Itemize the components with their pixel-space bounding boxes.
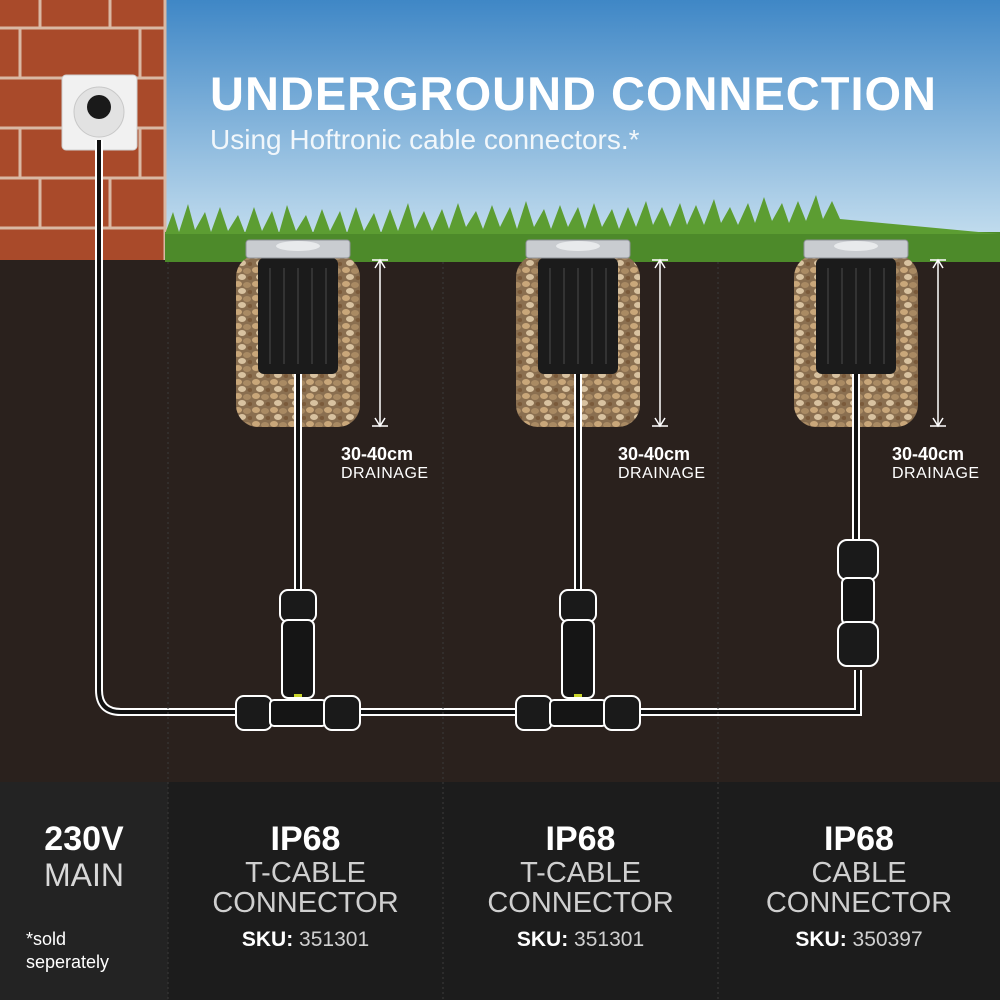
sku-label: SKU: [516,928,569,951]
sold-separately-note: *sold seperately [26,928,109,974]
sku-label: SKU: [795,928,847,951]
t-cable-connector-1 [235,589,361,731]
drainage-text: DRAINAGE [341,465,429,482]
product-name-line-2: CONNECTOR [212,887,399,919]
drainage-value: 30-40cm [618,444,691,464]
ground-spot-2 [516,239,668,600]
wall-socket-icon [61,74,138,151]
rating-label: IP68 [824,820,894,858]
sku-value: 351301 [574,928,645,951]
drainage-label-3: 30-40cm DRAINAGE [892,444,980,483]
sku-line: SKU: 351301 [168,928,443,952]
main-power-column: 230V MAIN [0,820,168,892]
page-title: UNDERGROUND CONNECTION [210,67,937,120]
page-subtitle: Using Hoftronic cable connectors.* [210,124,640,155]
sku-value: 351301 [299,928,370,951]
t-cable-connector-2 [515,589,641,731]
sku-line: SKU: 351301 [443,928,718,952]
connector-column-2: IP68 T-CABLE CONNECTOR SKU: 351301 [443,820,718,952]
inline-cable-connector [837,539,879,667]
product-name-line-2: CONNECTOR [487,887,674,919]
drainage-text: DRAINAGE [892,465,980,482]
product-name-line-1: T-CABLE [520,857,641,889]
drainage-value: 30-40cm [892,444,965,464]
note-line-1: *sold [26,929,67,949]
depth-arrow [652,258,668,428]
note-line-2: seperately [26,952,110,972]
ground-spot-1 [236,239,388,600]
column-dividers [167,262,719,1000]
depth-arrow [372,258,388,428]
sku-value: 350397 [852,928,923,951]
connector-column-1: IP68 T-CABLE CONNECTOR SKU: 351301 [168,820,443,952]
depth-arrow [930,258,946,428]
drainage-label-1: 30-40cm DRAINAGE [341,444,429,483]
voltage-label: 230V [44,820,124,858]
product-name-line-1: T-CABLE [245,857,366,889]
drainage-value: 30-40cm [341,444,414,464]
main-label: MAIN [44,857,124,893]
rating-label: IP68 [270,820,341,858]
sku-line: SKU: 350397 [718,928,1000,952]
drainage-text: DRAINAGE [618,465,706,482]
connector-column-3: IP68 CABLE CONNECTOR SKU: 350397 [718,820,1000,952]
product-name-line-2: CONNECTOR [765,887,953,919]
product-name-line-1: CABLE [811,857,907,889]
rating-label: IP68 [545,820,616,858]
sku-label: SKU: [241,928,294,951]
drainage-label-2: 30-40cm DRAINAGE [618,444,706,483]
